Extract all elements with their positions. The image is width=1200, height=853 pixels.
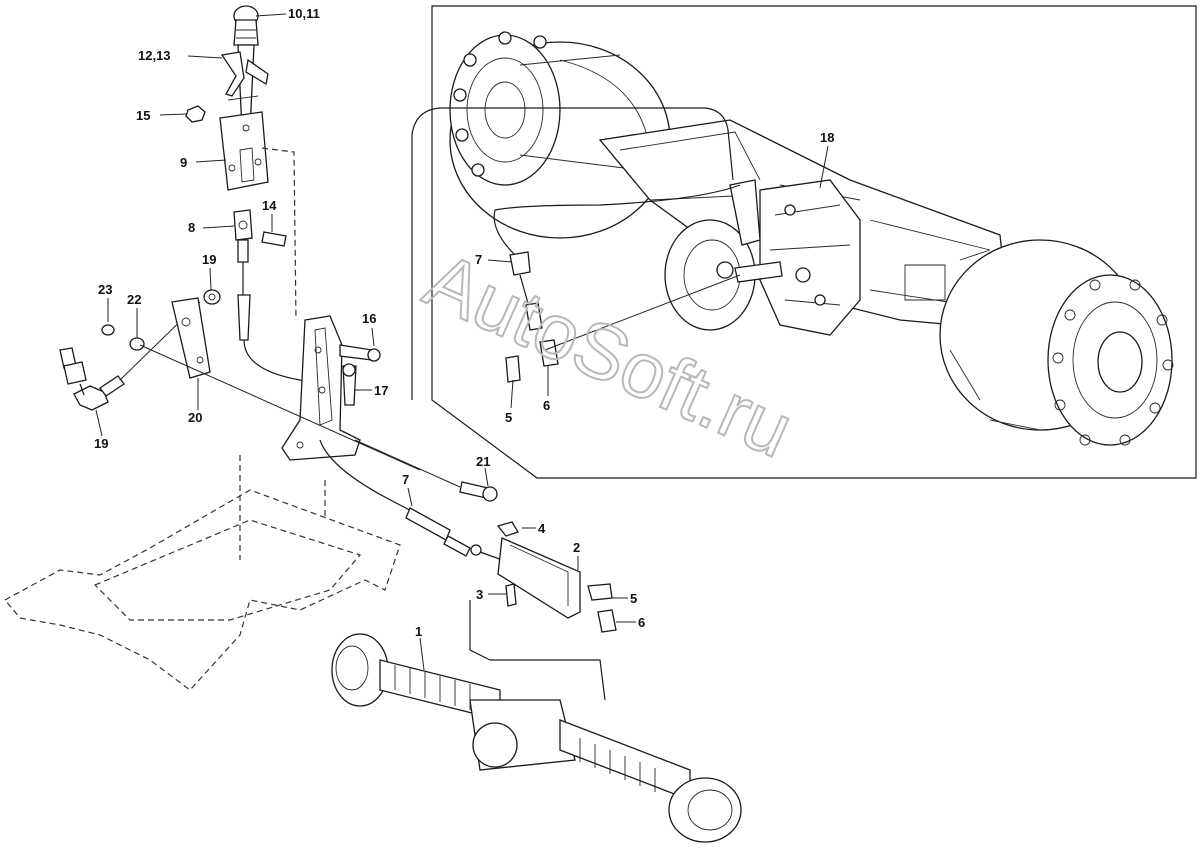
- callout-14: 14: [262, 198, 277, 213]
- callout-15: 15: [136, 108, 150, 123]
- callout-12-13: 12,13: [138, 48, 171, 63]
- callout-19-switch: 19: [94, 436, 108, 451]
- mounting-bracket: [281, 315, 498, 502]
- inset-speed-sensor-cable: [411, 107, 741, 400]
- callout-17: 17: [374, 383, 388, 398]
- callout-8: 8: [188, 220, 195, 235]
- callout-7-inset: 7: [475, 252, 482, 267]
- callout-5-inset: 5: [505, 410, 512, 425]
- shift-cable-and-linkage: [319, 439, 617, 633]
- callout-20: 20: [188, 410, 202, 425]
- callout-7-cable: 7: [402, 472, 409, 487]
- callout-23: 23: [98, 282, 112, 297]
- callout-6-inset: 6: [543, 398, 550, 413]
- callout-leaders: [95, 13, 829, 671]
- inset-frame: [431, 5, 1197, 479]
- neutral-switch-group: [59, 289, 421, 471]
- gear-lever-assembly: [185, 5, 322, 441]
- front-axle-gearbox: [331, 600, 742, 843]
- callout-2: 2: [573, 540, 580, 555]
- callout-3: 3: [476, 587, 483, 602]
- callout-22: 22: [127, 292, 141, 307]
- callout-4: 4: [538, 521, 546, 536]
- callout-19-washer: 19: [202, 252, 216, 267]
- callout-9: 9: [180, 155, 187, 170]
- callout-1: 1: [415, 624, 422, 639]
- callout-16: 16: [362, 311, 376, 326]
- callout-21: 21: [476, 454, 490, 469]
- callout-18: 18: [820, 130, 834, 145]
- callout-6-joint: 6: [638, 615, 645, 630]
- callout-5-clip: 5: [630, 591, 637, 606]
- rear-axle-assembly: [449, 31, 1174, 446]
- callout-10-11: 10,11: [288, 6, 320, 21]
- cab-floor-outline: [4, 455, 401, 691]
- callout-labels: 10,11 12,13 15 9 14 8 19 23 22 16 17 20 …: [94, 6, 834, 639]
